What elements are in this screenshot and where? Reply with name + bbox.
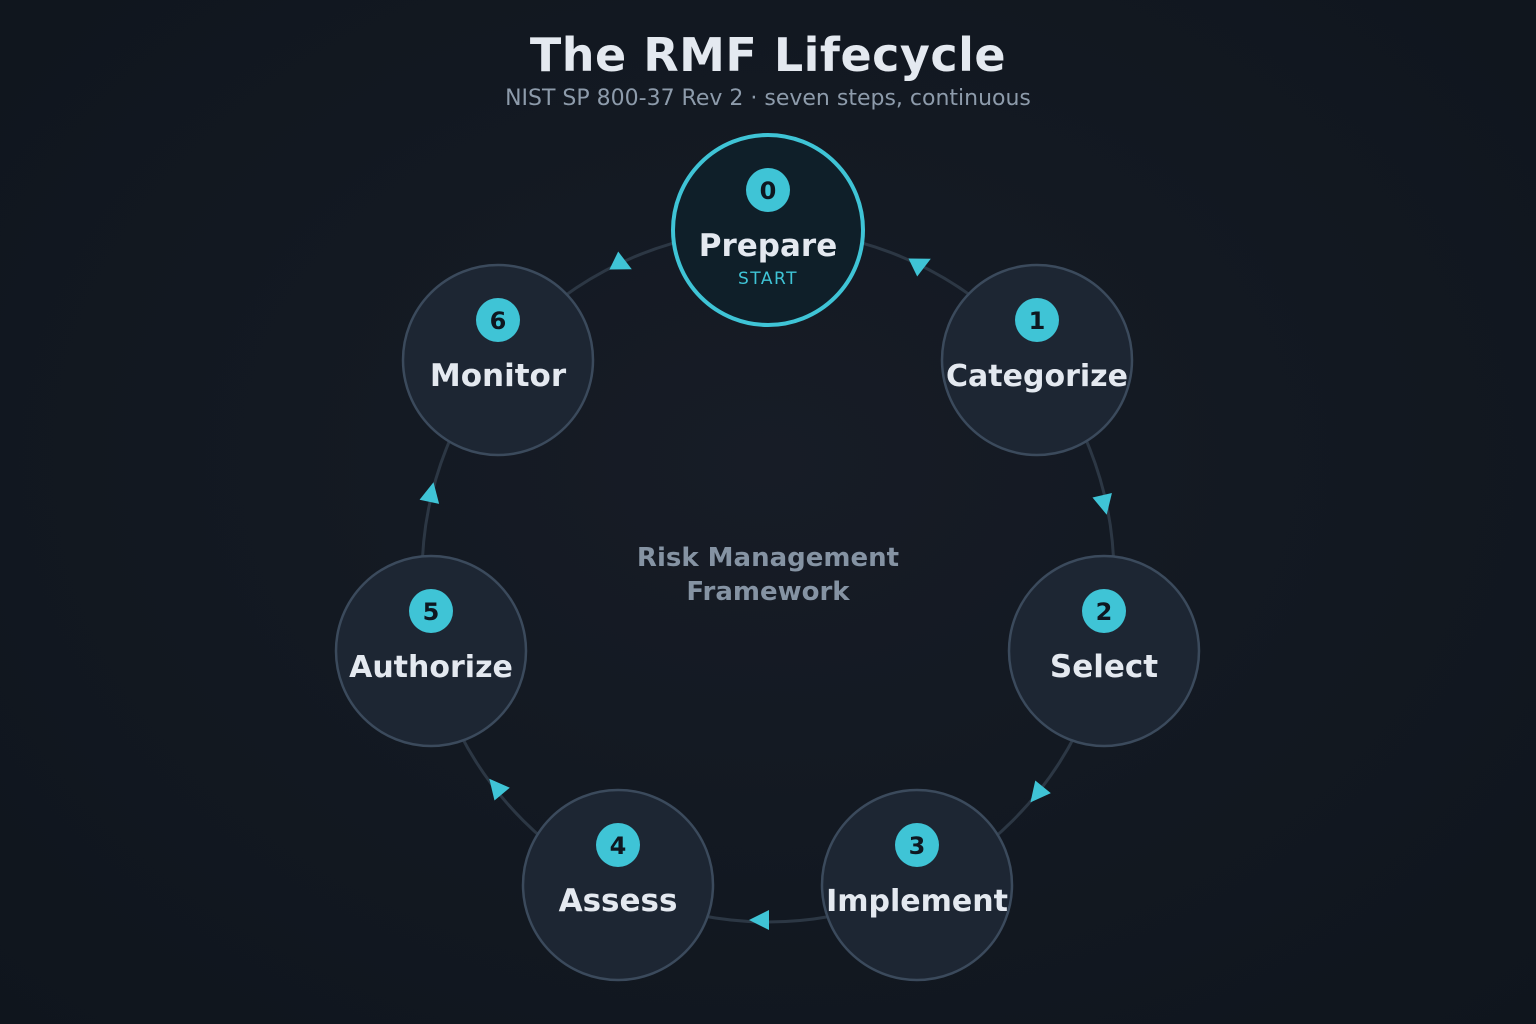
step-implement-number-badge [895, 823, 939, 867]
step-authorize-circle [334, 554, 528, 748]
page-title: The RMF Lifecycle [529, 28, 1007, 82]
step-select[interactable]: 2 Select [1007, 554, 1201, 748]
step-implement-number: 3 [909, 832, 926, 860]
page-subtitle: NIST SP 800-37 Rev 2 · seven steps, cont… [505, 86, 1031, 111]
arrow-prepare-to-categorize [908, 258, 931, 277]
step-select-label: Select [1050, 649, 1158, 685]
arrow-select-to-implement [1030, 780, 1051, 803]
step-assess-number: 4 [610, 832, 627, 860]
step-monitor[interactable]: 6 Monitor [401, 263, 595, 457]
arrow-implement-to-assess [749, 910, 769, 930]
step-monitor-circle [401, 263, 595, 457]
step-authorize[interactable]: 5 Authorize [334, 554, 528, 748]
step-prepare-label: Prepare [699, 228, 837, 264]
center-label-line2: Framework [686, 577, 850, 607]
arrow-assess-to-authorize [489, 778, 510, 801]
step-select-number: 2 [1096, 598, 1113, 626]
step-categorize[interactable]: 1 Categorize [940, 263, 1134, 457]
step-monitor-number-badge [476, 298, 520, 342]
step-select-circle [1007, 554, 1201, 748]
step-select-number-badge [1082, 589, 1126, 633]
step-assess[interactable]: 4 Assess [521, 788, 715, 982]
step-assess-circle [521, 788, 715, 982]
step-implement-label: Implement [826, 884, 1008, 919]
step-categorize-circle [940, 263, 1134, 457]
center-label-line1: Risk Management [637, 543, 899, 573]
step-prepare-sublabel: START [738, 269, 798, 289]
step-assess-number-badge [596, 823, 640, 867]
step-authorize-label: Authorize [349, 650, 513, 685]
arrow-categorize-to-select [1092, 492, 1112, 515]
step-monitor-number: 6 [490, 307, 507, 335]
arrow-authorize-to-monitor [419, 482, 440, 504]
step-prepare-number: 0 [760, 177, 777, 205]
arrow-monitor-to-prepare [609, 251, 632, 270]
step-categorize-label: Categorize [946, 359, 1128, 394]
step-authorize-number-badge [409, 589, 453, 633]
step-authorize-number: 5 [423, 598, 440, 626]
step-prepare-number-badge [746, 168, 790, 212]
step-prepare[interactable]: 0 Prepare START [671, 133, 865, 327]
step-assess-label: Assess [559, 883, 678, 919]
step-categorize-number: 1 [1029, 307, 1046, 335]
step-implement[interactable]: 3 Implement [820, 788, 1014, 982]
step-prepare-circle [671, 133, 865, 327]
step-categorize-number-badge [1015, 298, 1059, 342]
step-monitor-label: Monitor [430, 358, 567, 394]
step-implement-circle [820, 788, 1014, 982]
